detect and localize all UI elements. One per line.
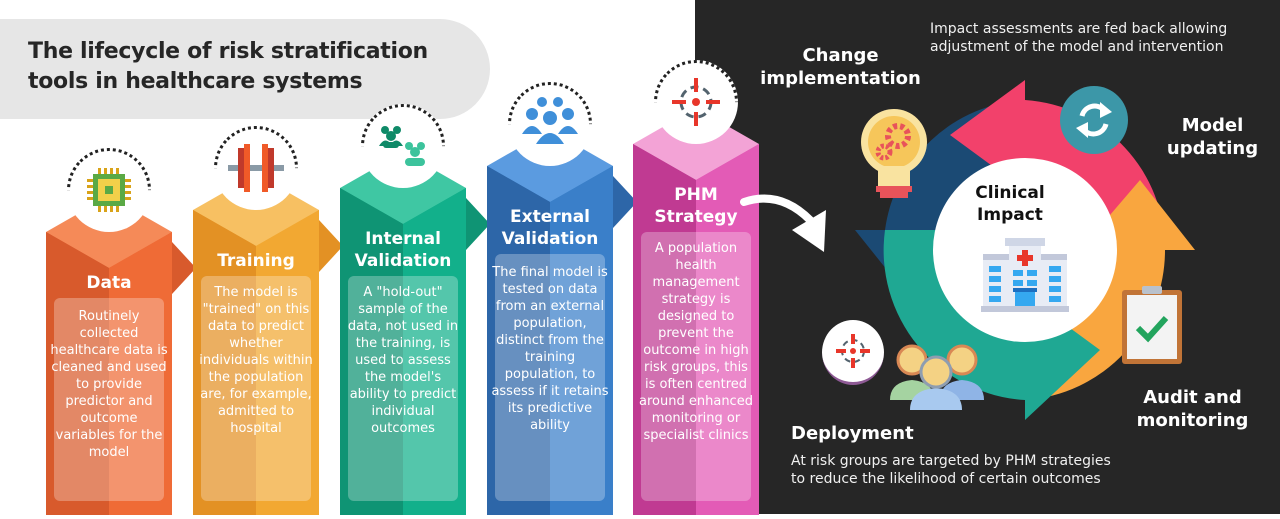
stage-phm-strategy-icon-circle [654,60,738,144]
deployment-description: At risk groups are targeted by PHM strat… [791,452,1191,488]
stage-phm-strategy-shade [633,144,696,515]
stage-phm-strategy-description: A population health management strategy … [639,241,753,443]
stage-data-desc-box [54,298,164,501]
stage-external-validation-description: The final model is tested on data from a… [491,265,609,433]
refresh-arrows [1076,102,1112,138]
stage-external-validation-shade [487,166,550,515]
stage-phm-strategy-title-line1: PHM [674,185,718,205]
stage-external-validation-icon-circle [508,82,592,166]
people-group-icon [522,97,578,144]
change-line1: Change [802,45,879,66]
hospital-icon [981,238,1069,312]
stage-phm-strategy: PHM Strategy A population health managem… [633,42,759,515]
stage-phm-strategy-desc-box [641,232,751,501]
stage-external-validation-title-line1: External [509,207,591,227]
curved-arrow-icon [740,194,826,252]
stage-external-validation-title: External Validation [487,206,613,250]
stage-internal-validation-title-line2: Validation [354,251,452,271]
stage-training-description: The model is "trained" on this data to p… [199,285,313,436]
stage-data: Data Routinely collected healthcare data… [46,130,196,515]
stage-phm-strategy-title-line2: Strategy [654,207,738,227]
stage-internal-validation-title-line1: Internal [365,229,441,249]
stage-data-title: Data [86,273,132,293]
audit-monitoring-label: Audit and monitoring [1130,386,1255,432]
stage-training-title: Training [217,251,295,271]
refresh-icon [1060,86,1128,154]
title-line-2: tools in healthcare systems [28,69,363,94]
stage-training-arrow [319,220,343,272]
stage-internal-validation-title: Internal Validation [340,228,466,272]
target-icon [836,334,870,368]
title-line-1: The lifecycle of risk stratification [28,39,428,64]
model-updating-line2: updating [1166,138,1259,159]
stage-training: Training The model is "trained" on this … [193,108,343,515]
center-title-line2: Impact [977,205,1043,225]
deployment-target-icon [822,320,884,385]
dumbbell-icon [228,144,284,192]
stage-training-desc-box [201,276,311,501]
audit-line2: monitoring [1136,410,1249,431]
stage-internal-validation-shade [340,188,403,515]
stage-internal-validation-arrow [466,198,490,250]
title-banner [0,19,490,119]
stage-internal-validation-icon-circle [361,104,445,188]
deployment-label: Deployment [791,423,914,444]
feedback-note: Impact assessments are fed back allowing… [930,20,1270,56]
groups-icon [379,126,425,166]
deployment-desc-line1: At risk groups are targeted by PHM strat… [791,453,1111,469]
people-group-deployment-icon [890,344,984,410]
stage-internal-validation-description: A "hold-out" sample of the data, not use… [347,285,459,436]
page-title: The lifecycle of risk stratification too… [28,37,488,97]
model-updating-label: Model updating [1160,114,1265,160]
target-crosshair-icon [672,78,720,126]
stage-training-shade [193,210,256,515]
stage-data-description: Routinely collected healthcare data is c… [50,309,168,460]
feedback-note-line1: Impact assessments are fed back allowing [930,21,1228,37]
center-title-line1: Clinical [975,183,1045,203]
deployment-desc-line2: to reduce the likelihood of certain outc… [791,471,1101,487]
stage-internal-validation-desc-box [348,276,458,501]
audit-line1: Audit and [1143,387,1242,408]
stage-external-validation: External Validation The final model is t… [487,64,637,515]
center-title: Clinical Impact [940,182,1080,226]
feedback-note-line2: adjustment of the model and intervention [930,39,1224,55]
clipboard-check-icon [1122,286,1182,364]
change-implementation-label: Change implementation [758,44,923,90]
lifecycle-cycle-diagram [855,80,1195,420]
stage-data-icon-circle [67,148,151,232]
change-line2: implementation [760,68,921,89]
stage-data-arrow [172,242,196,294]
stage-phm-strategy-title: PHM Strategy [633,184,759,228]
model-updating-line1: Model [1181,115,1244,136]
microchip-icon [87,168,131,212]
stage-external-validation-title-line2: Validation [501,229,599,249]
stage-internal-validation: Internal Validation A "hold-out" sample … [340,86,490,515]
lightbulb-gears-icon [861,109,927,198]
stage-training-icon-circle [214,126,298,210]
stage-data-shade [46,232,109,515]
stage-external-validation-desc-box [495,254,605,501]
